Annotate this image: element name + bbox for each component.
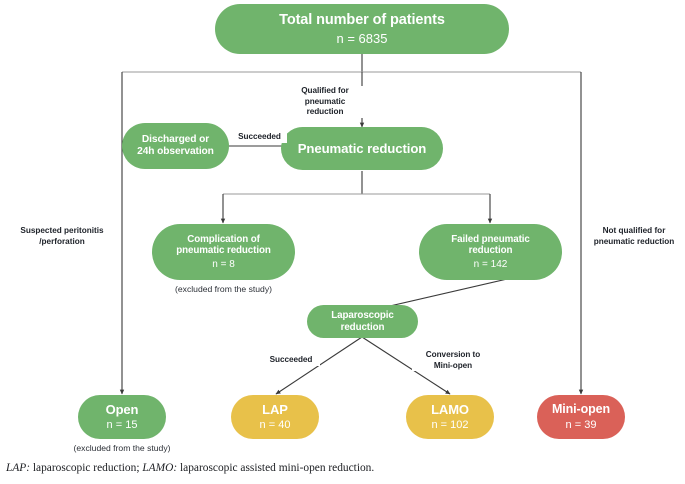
node-title-line2: reduction: [340, 321, 385, 333]
side-label-line2: pneumatic reduction: [593, 236, 675, 246]
footnote-text-lamo: laparoscopic assisted mini-open reductio…: [177, 462, 375, 474]
note-complication-excluded: (excluded from the study): [175, 284, 272, 294]
node-count: n = 8: [212, 258, 235, 270]
side-label-line1: Suspected peritonitis: [20, 226, 104, 235]
node-title: Open: [105, 401, 139, 417]
node-title: Mini-open: [551, 402, 611, 417]
side-label-suspected-peritonitis: Suspected peritonitis /perforation: [8, 226, 116, 247]
node-mini-open[interactable]: Mini-open n = 39: [537, 395, 625, 439]
node-title-line1: Complication of: [187, 233, 260, 245]
node-lamo[interactable]: LAMO n = 102: [406, 395, 494, 439]
node-count: n = 142: [473, 258, 508, 270]
node-complication-of-pneumatic-reduction[interactable]: Complication of pneumatic reduction n = …: [152, 224, 295, 280]
edge-label-line2: Mini-open: [433, 360, 473, 370]
node-discharged-or-24h-observation[interactable]: Discharged or 24h observation: [122, 123, 229, 169]
node-count: n = 39: [565, 418, 597, 431]
node-title: LAMO: [431, 401, 469, 417]
node-title-line1: Discharged or: [141, 133, 210, 145]
note-open-excluded: (excluded from the study): [73, 443, 171, 453]
footnote-abbr-lap: LAP:: [6, 462, 31, 474]
node-count: n = 102: [431, 419, 469, 432]
side-label-line1: Not qualified for: [602, 226, 666, 235]
node-title: LAP: [262, 401, 288, 417]
edge-label-line1: Qualified for: [301, 86, 349, 95]
node-count: n = 40: [259, 419, 291, 432]
node-open[interactable]: Open n = 15: [78, 395, 166, 439]
side-label-not-qualified: Not qualified for pneumatic reduction: [586, 226, 682, 247]
node-title: Pneumatic reduction: [297, 140, 427, 156]
edge-lapreduction-to-lap: [275, 336, 363, 395]
node-title-line1: Failed pneumatic: [451, 233, 530, 245]
footnote-text-lap: laparoscopic reduction;: [30, 462, 143, 474]
node-title: Total number of patients: [279, 11, 445, 28]
side-label-line2: /perforation: [39, 236, 85, 246]
edge-label-line2: pneumatic: [304, 96, 346, 106]
node-laparoscopic-reduction[interactable]: Laparoscopic reduction: [307, 305, 418, 338]
footnote-abbr-lamo: LAMO:: [142, 462, 178, 474]
node-title-line2: pneumatic reduction: [176, 245, 271, 257]
node-count: n = 6835: [336, 30, 388, 46]
node-total-number-of-patients[interactable]: Total number of patients n = 6835: [215, 4, 509, 54]
edge-label-conversion-to-mini-open: Conversion to Mini-open: [412, 350, 494, 371]
edge-label-line3: reduction: [306, 107, 344, 116]
node-failed-pneumatic-reduction[interactable]: Failed pneumatic reduction n = 142: [419, 224, 562, 280]
footnote: LAP: laparoscopic reduction; LAMO: lapar…: [6, 462, 374, 474]
node-count: n = 15: [106, 419, 138, 432]
edge-label-line1: Conversion to: [425, 350, 481, 359]
node-title-line2: 24h observation: [137, 146, 214, 157]
node-lap[interactable]: LAP n = 40: [231, 395, 319, 439]
node-pneumatic-reduction[interactable]: Pneumatic reduction: [281, 127, 443, 170]
edge-label-succeeded-lap: Succeeded: [262, 355, 320, 366]
edge-label-succeeded-discharged: Succeeded: [232, 132, 287, 143]
edge-label-qualified-for-pneumatic-reduction: Qualified for pneumatic reduction: [286, 86, 364, 118]
node-title-line2: reduction: [468, 245, 513, 257]
node-title-line1: Laparoscopic: [331, 309, 394, 321]
